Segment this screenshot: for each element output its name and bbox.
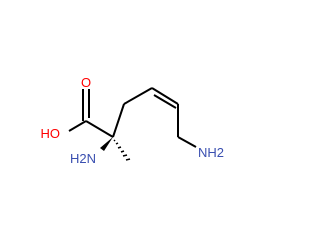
- amine-wedge-bond: [100, 137, 113, 151]
- alpha-amine-label: H2N: [70, 151, 96, 166]
- hydroxyl-bond: [68, 120, 87, 132]
- alkene-bond-line-1: [151, 87, 179, 105]
- carbonyl-oxygen-label: O: [81, 75, 91, 90]
- carboxyl-alpha-bond: [85, 120, 114, 138]
- structure-canvas: O HO H2N NH2: [40, 75, 225, 166]
- terminal-amine-label: NH2: [198, 145, 224, 160]
- alpha-ch2-bond: [112, 103, 125, 138]
- terminal-amine-bond: [177, 136, 197, 148]
- alkene-bond-line-2: [153, 94, 177, 109]
- ch2-vinyl-bond: [123, 87, 153, 105]
- hydroxyl-label: HO: [41, 126, 61, 141]
- methyl-hashed-bond: [113, 139, 131, 161]
- molecule-diagram: O HO H2N NH2: [41, 75, 225, 166]
